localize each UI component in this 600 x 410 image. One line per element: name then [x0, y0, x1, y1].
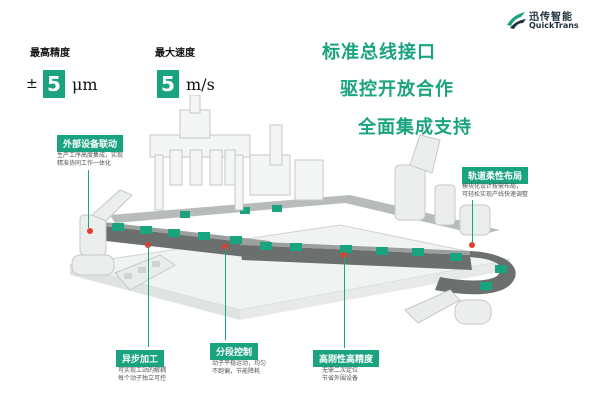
callout-track-desc-2: 可轻松实现产线快速调整	[462, 191, 529, 198]
spec-precision-value: 5	[43, 70, 65, 98]
spec-precision-label: 最高精度	[30, 48, 70, 59]
spec-precision-unit: μm	[72, 75, 98, 94]
callout-async-desc-1: 可实现工站的解耦	[118, 367, 167, 374]
callout-external-line	[88, 170, 89, 228]
callout-external-desc-2: 精准协同工作一体化	[57, 160, 112, 167]
conveyor-machine-illustration	[69, 95, 516, 325]
callout-async-desc-2: 每个动子独立可控	[118, 375, 167, 382]
slogan-bus-interface: 标准总线接口	[322, 42, 436, 63]
brand-name-en: QuickTrans	[529, 21, 579, 30]
slogan-integration-support: 全面集成支持	[358, 117, 472, 138]
callout-segment-line	[225, 247, 226, 340]
callout-external-desc-1: 生产工序高度集成，实现	[57, 152, 124, 159]
callout-track-desc-1: 模块化设计按需布局，	[462, 183, 523, 190]
brand-logo: 迅传智能 QuickTrans	[505, 6, 595, 34]
callout-segment-desc-2: 不跑偏，节能降耗	[212, 368, 261, 375]
spec-speed-unit: m/s	[186, 75, 215, 94]
callout-async-line	[148, 245, 149, 347]
callout-async-title: 异步加工	[116, 350, 165, 367]
callout-rigid-desc-1: 无需二次定位	[322, 367, 359, 374]
callout-segment-title: 分段控制	[210, 343, 259, 360]
brand-name-cn: 迅传智能	[529, 12, 573, 23]
callout-rigid-desc-2: 节省外围设备	[322, 375, 359, 382]
callout-segment-desc-1: 动子平稳运动，均匀	[212, 360, 267, 367]
callout-rigid-title: 高刚性高精度	[313, 350, 380, 367]
spec-speed-label: 最大速度	[155, 48, 195, 59]
callout-track-title: 轨道柔性布局	[462, 167, 529, 184]
callout-rigid-line	[344, 255, 345, 348]
slogan-open-cooperation: 驱控开放合作	[340, 79, 454, 100]
callout-external-title: 外部设备联动	[57, 135, 124, 152]
callout-track-line	[472, 200, 473, 244]
logo-mark-icon	[507, 12, 526, 29]
spec-speed-value: 5	[157, 70, 179, 98]
spec-precision-prefix: ±	[26, 76, 38, 92]
